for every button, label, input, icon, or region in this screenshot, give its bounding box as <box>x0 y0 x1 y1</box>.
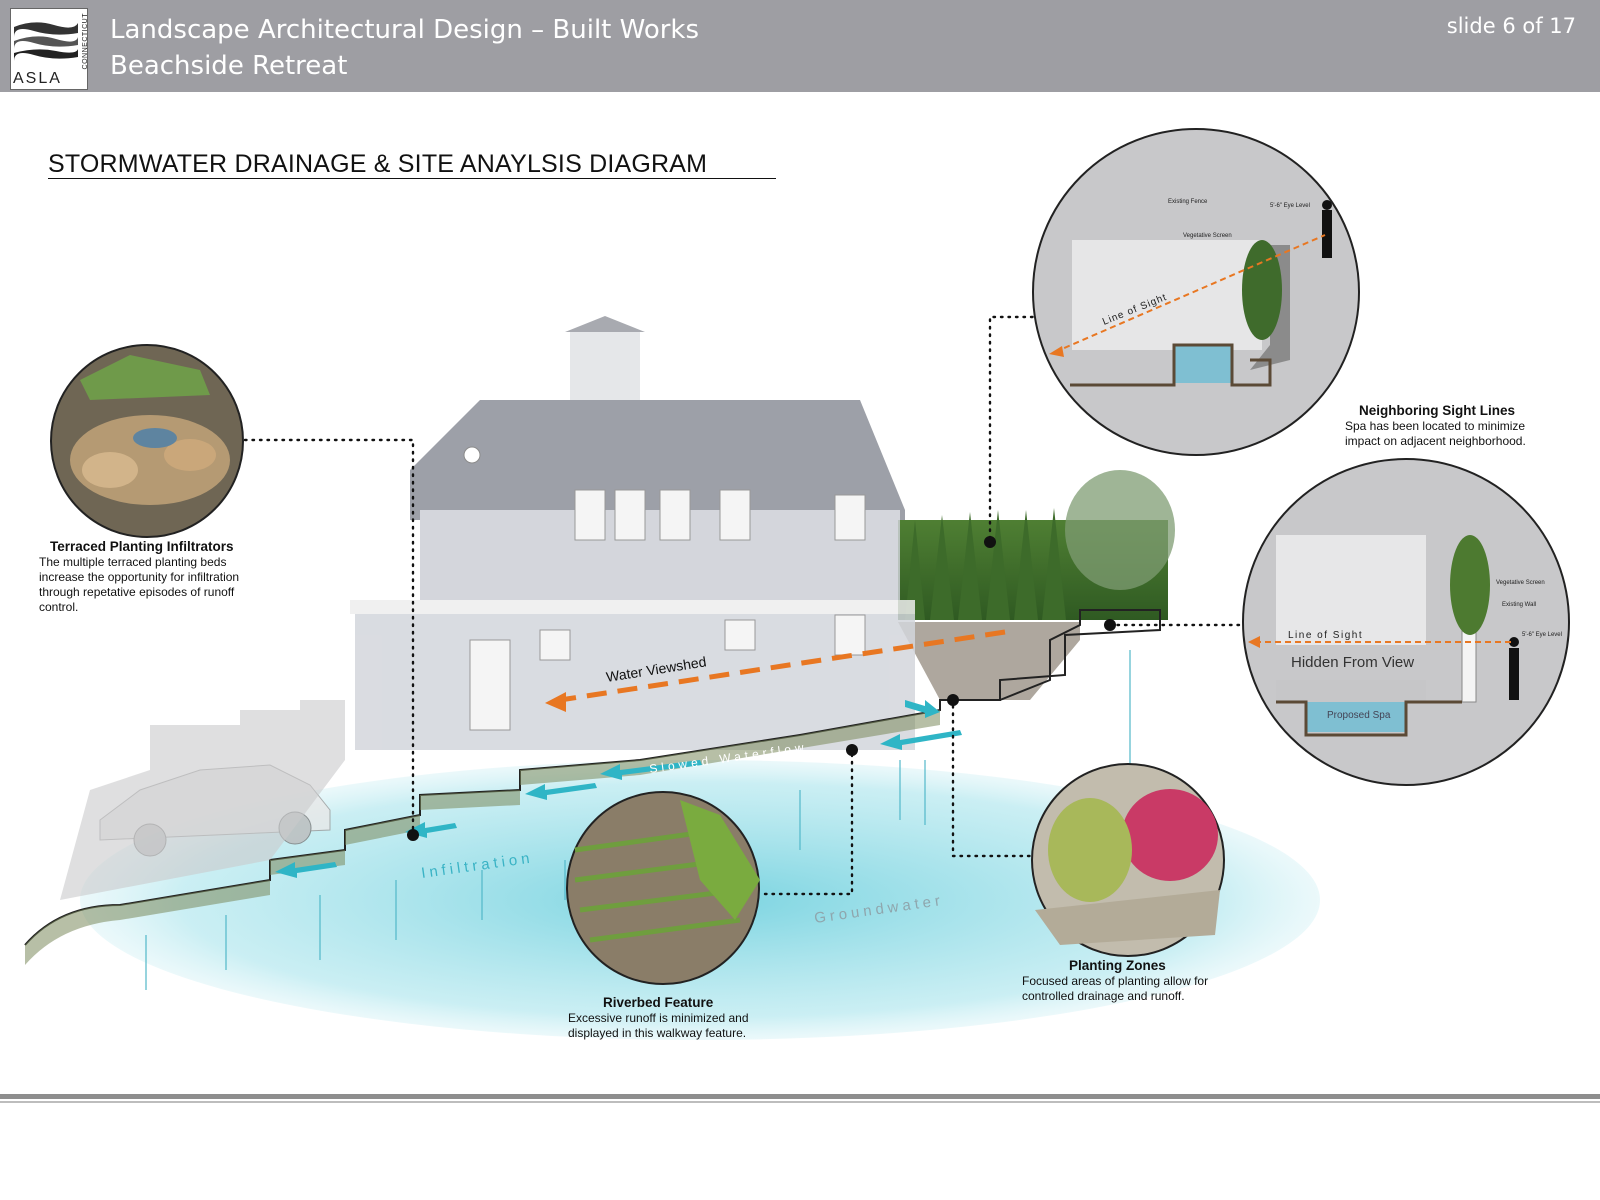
proposed-spa-label: Proposed Spa <box>1327 710 1391 721</box>
sightlines-section-circle: Line of Sight Existing Fence 5'-6" Eye L… <box>1032 128 1360 456</box>
callout-leaders <box>243 315 1242 896</box>
sightlines-callout-text: Spa has been located to minimize impact … <box>1345 419 1526 448</box>
house <box>350 316 915 750</box>
sightlines-callout-title: Neighboring Sight Lines <box>1359 403 1515 418</box>
terraced-callout-text: The multiple terraced planting beds incr… <box>39 555 240 614</box>
spa-section-circle: Line of Sight Hidden From View Proposed … <box>1242 458 1570 786</box>
vegetative-screen-label-b: Vegetative Screen <box>1496 580 1545 586</box>
planting-callout-title: Planting Zones <box>1069 958 1166 973</box>
existing-fence-label: Existing Fence <box>1168 199 1208 205</box>
riverbed-callout-text: Excessive runoff is minimized and displa… <box>568 1011 749 1040</box>
asla-logo: ASLA CONNECTICUT <box>10 8 89 90</box>
sightlines-callout: Neighboring Sight Lines Spa has been loc… <box>1345 402 1550 449</box>
eye-level-label-b: 5'-6" Eye Level <box>1522 632 1562 638</box>
callout-anchor-dots <box>407 536 1116 841</box>
logo-wave-graphic <box>14 13 78 63</box>
footer-rule <box>0 1094 1600 1099</box>
eye-level-label-a: 5'-6" Eye Level <box>1270 203 1310 209</box>
slide-header: ASLA CONNECTICUT Landscape Architectural… <box>0 0 1600 92</box>
footer-rule-thin <box>0 1101 1600 1103</box>
hidden-from-view-label: Hidden From View <box>1291 654 1414 671</box>
existing-wall-label: Existing Wall <box>1502 602 1536 608</box>
spa-line-of-sight-label: Line of Sight <box>1288 630 1363 641</box>
project-name: Beachside Retreat <box>110 51 348 81</box>
planting-callout: Planting Zones Focused areas of planting… <box>1022 957 1242 1004</box>
diagram-title: STORMWATER DRAINAGE & SITE ANAYLSIS DIAG… <box>48 150 708 178</box>
vegetative-screen-label-a: Vegetative Screen <box>1183 233 1232 239</box>
title-underline <box>48 178 776 179</box>
logo-text: ASLA <box>13 70 62 87</box>
water-viewshed-arrow <box>559 629 1006 703</box>
riverbed-callout-title: Riverbed Feature <box>603 995 714 1010</box>
riverbed-callout: Riverbed Feature Excessive runoff is min… <box>568 994 778 1041</box>
planting-photo-circle <box>1031 763 1225 957</box>
terraced-photo-circle <box>50 344 244 538</box>
driveway <box>60 700 345 900</box>
infiltration-lines <box>145 650 1131 990</box>
terraced-callout-title: Terraced Planting Infiltrators <box>50 539 234 554</box>
planting-callout-text: Focused areas of planting allow for cont… <box>1022 974 1209 1003</box>
riverbed-photo-circle <box>566 791 760 985</box>
slide-indicator: slide 6 of 17 <box>1446 14 1576 38</box>
flow-arrows <box>275 700 962 878</box>
hedge-row <box>898 470 1175 620</box>
terraced-callout: Terraced Planting Infiltrators The multi… <box>39 538 269 615</box>
presentation-title: Landscape Architectural Design – Built W… <box>110 15 700 45</box>
